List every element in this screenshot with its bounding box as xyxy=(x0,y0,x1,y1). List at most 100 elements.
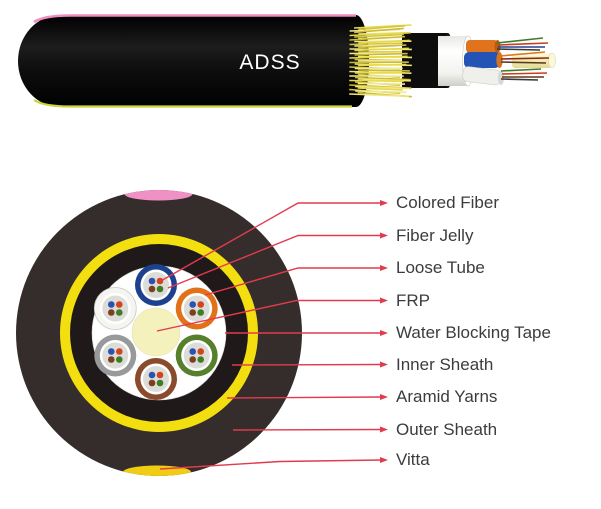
arrow-icon xyxy=(380,394,388,400)
tube-bundle xyxy=(93,264,218,400)
fiber-jelly-disc xyxy=(102,342,129,369)
aramid-strand xyxy=(358,44,407,49)
colored-fiber-dot xyxy=(148,285,156,293)
frp-rod-3d xyxy=(512,52,556,69)
aramid-strand xyxy=(349,93,409,97)
fiber-jelly-disc xyxy=(143,366,169,392)
aramid-strand xyxy=(358,25,406,31)
vitta-top-marker xyxy=(124,190,193,201)
cable-title: ADSS xyxy=(239,51,300,74)
loose-tube-gray xyxy=(94,334,137,377)
leader-loose-tube xyxy=(204,267,381,296)
aramid-strand xyxy=(349,31,411,37)
aramid-strand xyxy=(357,63,407,67)
colored-fiber-dot xyxy=(107,356,115,363)
cable-3d-view: ADSS xyxy=(18,14,556,108)
colored-fiber-dot xyxy=(189,309,197,316)
leader-fiber-jelly xyxy=(167,234,381,289)
orange-loose-tube-3d xyxy=(466,40,498,53)
colored-fiber-dot xyxy=(115,356,123,363)
loose-tube-orange xyxy=(175,287,218,330)
aramid-strand xyxy=(349,79,404,83)
fiber-jelly-disc xyxy=(102,295,129,322)
colored-fiber-dot xyxy=(107,301,115,308)
colored-fibers-3d xyxy=(496,37,550,81)
jacket-yellow-stripe xyxy=(33,99,352,108)
colored-fiber-dot xyxy=(148,371,156,379)
label-inner-sheath: Inner Sheath xyxy=(396,354,494,374)
colored-fiber-dot xyxy=(189,301,197,308)
colored-fiber-dot xyxy=(197,301,205,308)
aramid-strand xyxy=(358,39,410,44)
fiber-jelly-disc xyxy=(143,272,169,298)
colored-fiber-dot xyxy=(156,379,164,387)
leader-aramid-yarns xyxy=(226,396,382,399)
aramid-fringe xyxy=(349,24,413,98)
arrow-icon xyxy=(380,457,388,463)
leader-outer-sheath xyxy=(232,428,382,431)
colored-fiber-dot xyxy=(115,348,123,355)
colored-fiber-dot xyxy=(107,348,115,355)
aramid-strand xyxy=(355,90,407,94)
arrow-icon xyxy=(380,330,388,336)
jacket-pink-stripe xyxy=(33,14,356,24)
colored-fiber-dot xyxy=(197,348,205,355)
leader-vitta xyxy=(159,459,382,470)
label-colored-fiber: Colored Fiber xyxy=(396,193,499,212)
loose-tube-brown xyxy=(135,358,177,400)
aramid-strand xyxy=(349,55,408,59)
colored-fiber-dot xyxy=(148,277,156,285)
arrow-icon xyxy=(380,361,388,368)
loose-tube-blue xyxy=(135,264,177,306)
aramid-strand xyxy=(357,87,403,91)
arrow-icon xyxy=(380,297,388,304)
colored-fiber-dot xyxy=(156,371,164,379)
arrow-icon xyxy=(380,265,388,271)
label-frp: FRP xyxy=(396,290,430,310)
aramid-strand xyxy=(355,85,410,90)
fiber-jelly-disc xyxy=(183,342,210,369)
label-fiber-jelly: Fiber Jelly xyxy=(396,225,474,245)
aramid-strand xyxy=(354,27,404,34)
aramid-strand xyxy=(354,47,409,52)
arrow-icon xyxy=(380,200,388,206)
label-vitta: Vitta xyxy=(396,450,430,469)
leader-arrowheads xyxy=(380,200,388,463)
colored-fiber-dot xyxy=(189,356,197,363)
loose-tube-white xyxy=(93,287,137,330)
aramid-strand xyxy=(354,76,411,81)
frp-center xyxy=(131,307,181,357)
colored-fiber-dot xyxy=(107,309,115,316)
label-outer-sheath: Outer Sheath xyxy=(396,419,498,439)
cross-section xyxy=(16,190,302,476)
blue-loose-tube-3d xyxy=(464,52,500,68)
colored-fiber-dot xyxy=(148,379,156,387)
aramid-strand xyxy=(349,42,403,46)
leader-frp xyxy=(156,299,381,332)
colored-fiber-dot xyxy=(115,301,123,308)
aramid-strand xyxy=(354,33,404,38)
leader-colored-fiber xyxy=(158,202,381,283)
aramid-strand xyxy=(357,82,406,85)
colored-fiber-dot xyxy=(115,309,123,316)
loose-tube-green xyxy=(175,334,218,377)
aramid-strand xyxy=(349,35,406,41)
cable-jacket: ADSS xyxy=(18,14,369,108)
colored-fiber-dot xyxy=(189,348,197,355)
arrow-icon xyxy=(380,232,388,239)
colored-fiber-dot xyxy=(156,285,164,293)
fiber-jelly-disc xyxy=(183,295,210,322)
colored-fiber-dot xyxy=(197,309,205,316)
leader-lines xyxy=(156,202,382,470)
arrow-icon xyxy=(380,426,388,433)
aramid-strand xyxy=(357,69,410,72)
label-water-blocking-tape: Water Blocking Tape xyxy=(396,323,551,342)
colored-fiber-dot xyxy=(197,356,205,363)
aramid-strand xyxy=(354,52,408,56)
blue-tube-end xyxy=(496,52,503,68)
cable-core-assembly xyxy=(402,33,556,88)
aramid-strand xyxy=(349,52,401,55)
label-aramid-yarns: Aramid Yarns xyxy=(396,387,498,406)
